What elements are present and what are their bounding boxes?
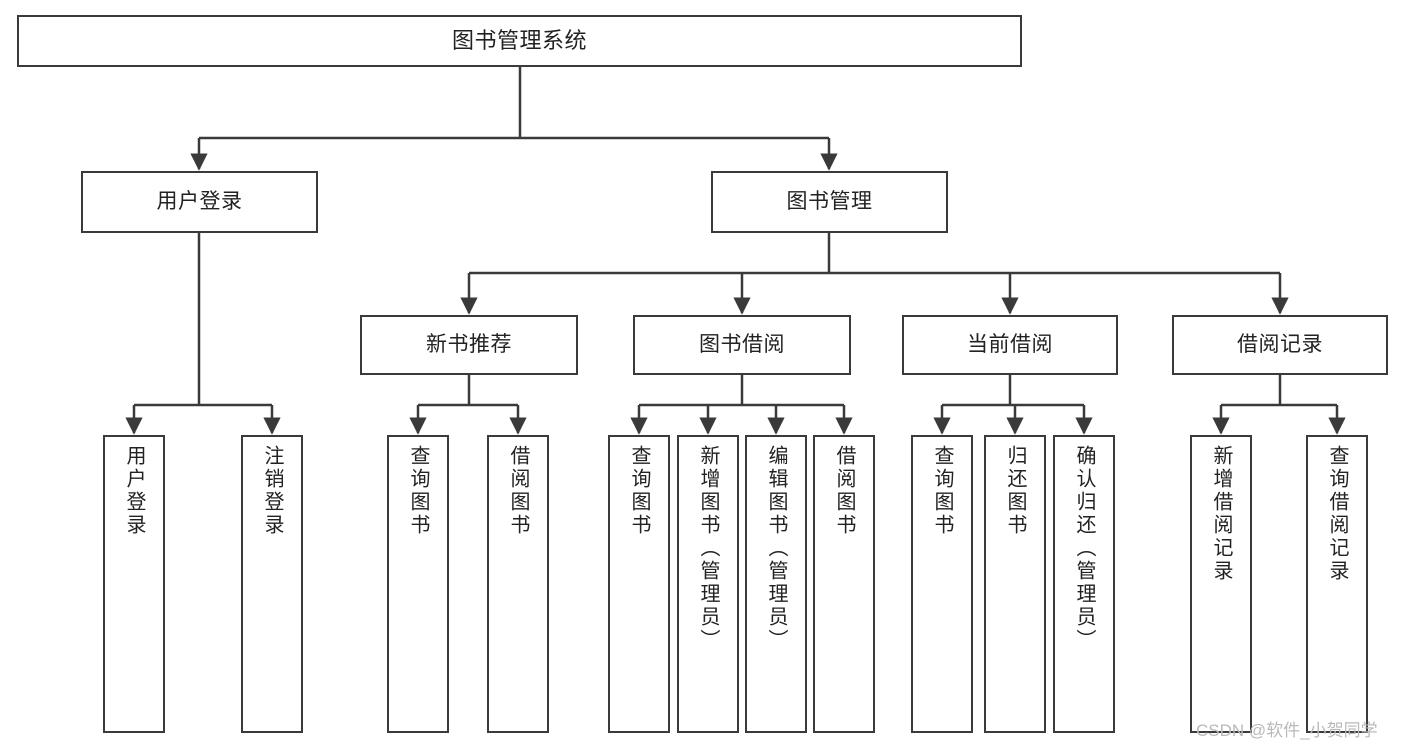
leaf-return-book[interactable]: 归还图书: [984, 435, 1046, 733]
node-user-login-label: 用户登录: [156, 190, 243, 214]
node-book-borrow-label: 图书借阅: [699, 333, 785, 357]
node-root-label: 图书管理系统: [451, 27, 587, 53]
leaf-query-book-2[interactable]: 查询图书: [608, 435, 670, 733]
leaf-confirm-return[interactable]: 确认归还（管理员）: [1053, 435, 1115, 733]
node-new-book-rec[interactable]: 新书推荐: [360, 315, 578, 375]
leaf-logout-label: 注销登录: [261, 445, 283, 537]
node-book-borrow[interactable]: 图书借阅: [633, 315, 851, 375]
leaf-confirm-return-label: 确认归还（管理员）: [1073, 445, 1095, 652]
leaf-borrow-book-1[interactable]: 借阅图书: [487, 435, 549, 733]
node-user-login[interactable]: 用户登录: [81, 171, 318, 233]
node-borrow-record[interactable]: 借阅记录: [1172, 315, 1388, 375]
watermark: CSDN @软件_小贺同学: [1196, 721, 1378, 740]
leaf-query-book-2-label: 查询图书: [628, 445, 650, 537]
node-borrow-record-label: 借阅记录: [1237, 333, 1323, 357]
leaf-add-book-label: 新增图书（管理员）: [697, 445, 719, 652]
leaf-add-book[interactable]: 新增图书（管理员）: [677, 435, 739, 733]
leaf-add-record[interactable]: 新增借阅记录: [1190, 435, 1252, 733]
leaf-borrow-book-2[interactable]: 借阅图书: [813, 435, 875, 733]
leaf-user-login[interactable]: 用户登录: [103, 435, 165, 733]
node-root[interactable]: 图书管理系统: [17, 15, 1022, 67]
leaf-logout[interactable]: 注销登录: [241, 435, 303, 733]
leaf-edit-book-label: 编辑图书（管理员）: [765, 445, 787, 652]
leaf-user-login-label: 用户登录: [123, 445, 145, 537]
leaf-query-book-1-label: 查询图书: [407, 445, 429, 537]
leaf-borrow-book-2-label: 借阅图书: [833, 445, 855, 537]
leaf-query-record-label: 查询借阅记录: [1326, 445, 1348, 583]
node-current-borrow[interactable]: 当前借阅: [902, 315, 1118, 375]
leaf-query-record[interactable]: 查询借阅记录: [1306, 435, 1368, 733]
node-new-book-rec-label: 新书推荐: [426, 333, 512, 357]
leaf-return-book-label: 归还图书: [1004, 445, 1026, 537]
leaf-edit-book[interactable]: 编辑图书（管理员）: [745, 435, 807, 733]
node-book-manage[interactable]: 图书管理: [711, 171, 948, 233]
node-current-borrow-label: 当前借阅: [967, 333, 1053, 357]
leaf-query-book-3[interactable]: 查询图书: [911, 435, 973, 733]
leaf-query-book-1[interactable]: 查询图书: [387, 435, 449, 733]
leaf-query-book-3-label: 查询图书: [931, 445, 953, 537]
leaf-add-record-label: 新增借阅记录: [1210, 445, 1232, 583]
node-book-manage-label: 图书管理: [786, 190, 873, 214]
leaf-borrow-book-1-label: 借阅图书: [507, 445, 529, 537]
